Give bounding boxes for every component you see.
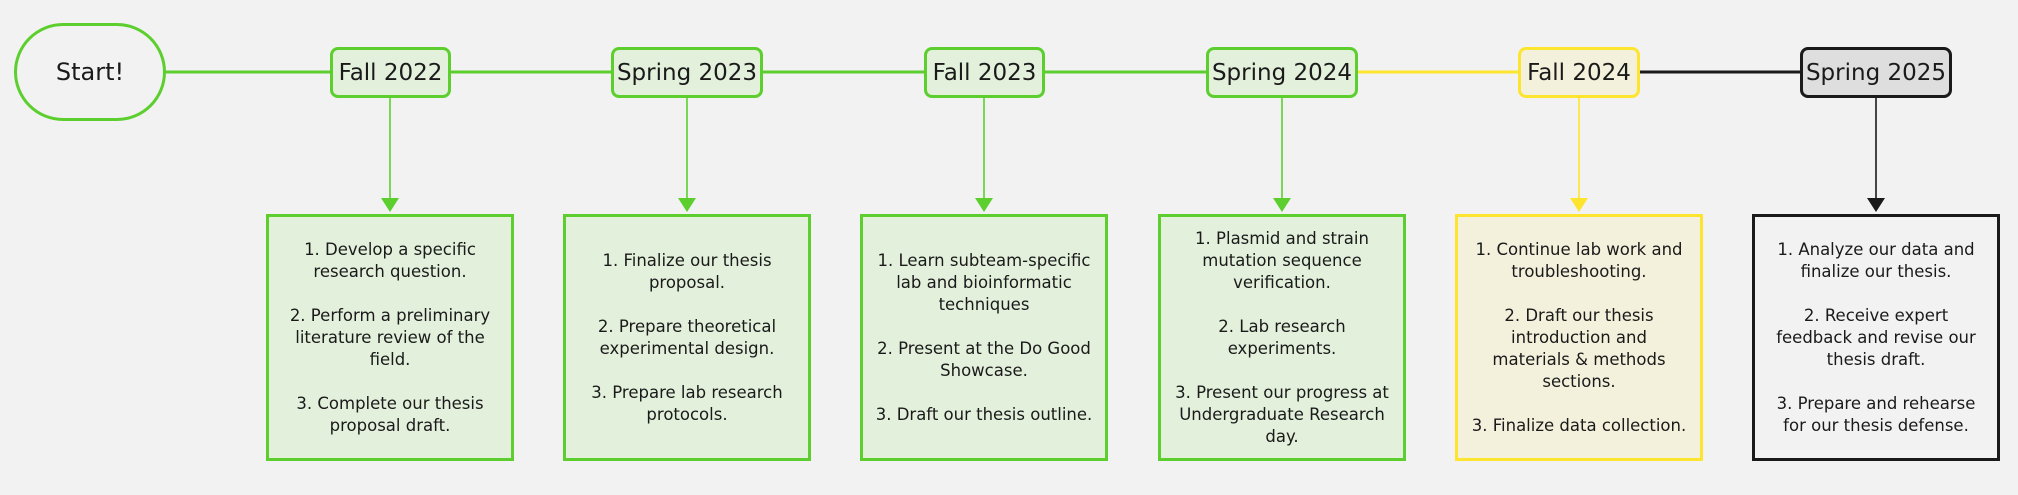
term-fall-2022: Fall 2022	[330, 47, 451, 98]
task-item: 3. Prepare and rehearse for our thesis d…	[1776, 393, 1976, 435]
task-item: 2. Draft our thesis introduction and mat…	[1492, 305, 1666, 391]
arrow-spring-2023	[678, 98, 696, 212]
tasks-fall-2023: 1. Learn subteam-specific lab and bioinf…	[860, 214, 1108, 461]
tasks-spring-2024: 1. Plasmid and strain mutation sequence …	[1158, 214, 1406, 461]
task-item: 3. Present our progress at Undergraduate…	[1175, 382, 1389, 446]
task-item: 1. Plasmid and strain mutation sequence …	[1195, 228, 1369, 292]
task-item: 1. Finalize our thesis proposal.	[602, 250, 772, 292]
term-label: Fall 2024	[1527, 59, 1631, 86]
task-item: 2. Present at the Do Good Showcase.	[877, 338, 1091, 380]
term-spring-2024: Spring 2024	[1206, 47, 1358, 98]
start-label: Start!	[55, 58, 125, 86]
arrow-fall-2022	[381, 98, 399, 212]
arrow-fall-2023	[975, 98, 993, 212]
task-item: 3. Finalize data collection.	[1471, 415, 1687, 435]
arrow-spring-2024	[1273, 98, 1291, 212]
arrow-spring-2025	[1867, 98, 1885, 212]
task-item: 2. Lab research experiments.	[1218, 316, 1346, 358]
tasks-spring-2023: 1. Finalize our thesis proposal. 2. Prep…	[563, 214, 811, 461]
task-item: 2. Receive expert feedback and revise ou…	[1776, 305, 1976, 369]
tasks-fall-2022: 1. Develop a specific research question.…	[266, 214, 514, 461]
tasks-spring-2025: 1. Analyze our data and finalize our the…	[1752, 214, 2000, 461]
task-item: 1. Learn subteam-specific lab and bioinf…	[877, 250, 1091, 314]
start-node: Start!	[14, 23, 166, 121]
term-label: Fall 2023	[932, 59, 1037, 86]
task-item: 3. Draft our thesis outline.	[875, 404, 1093, 424]
arrow-fall-2024	[1570, 98, 1588, 212]
term-spring-2023: Spring 2023	[611, 47, 763, 98]
task-item: 3. Complete our thesis proposal draft.	[296, 393, 484, 435]
task-item: 1. Develop a specific research question.	[304, 239, 476, 281]
term-label: Spring 2023	[616, 59, 758, 86]
term-label: Fall 2022	[338, 59, 443, 86]
term-label: Spring 2024	[1211, 59, 1353, 86]
term-fall-2024: Fall 2024	[1518, 47, 1640, 98]
term-label: Spring 2025	[1805, 59, 1947, 86]
task-item: 2. Perform a preliminary literature revi…	[289, 305, 491, 369]
task-item: 3. Prepare lab research protocols.	[591, 382, 783, 424]
task-item: 1. Analyze our data and finalize our the…	[1777, 239, 1975, 281]
task-item: 1. Continue lab work and troubleshooting…	[1475, 239, 1683, 281]
tasks-fall-2024: 1. Continue lab work and troubleshooting…	[1455, 214, 1703, 461]
term-spring-2025: Spring 2025	[1800, 47, 1952, 98]
term-fall-2023: Fall 2023	[924, 47, 1045, 98]
task-item: 2. Prepare theoretical experimental desi…	[597, 316, 777, 358]
